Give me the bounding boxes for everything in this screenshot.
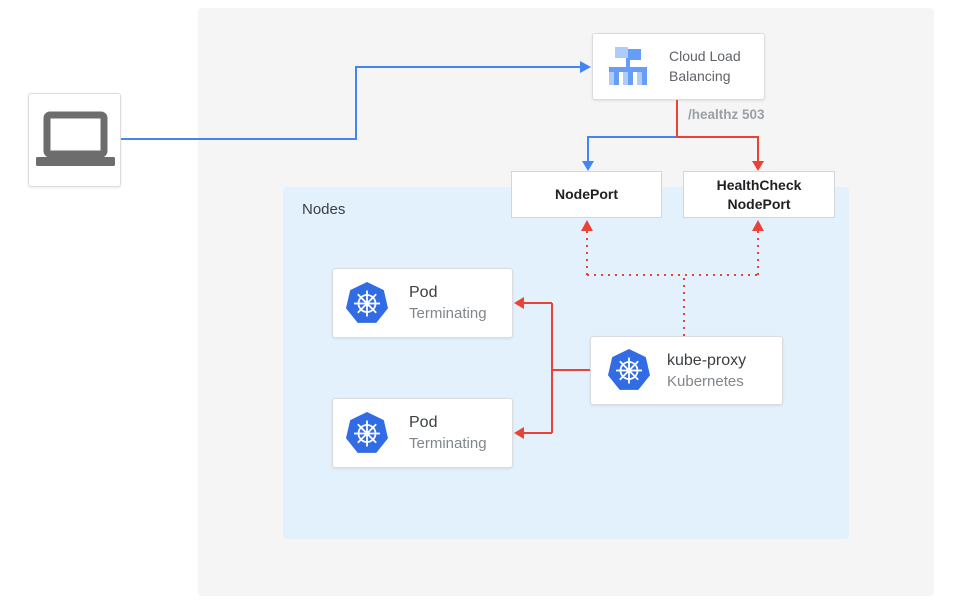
load-balancer-icon	[609, 46, 647, 85]
kube-proxy-subtitle: Kubernetes	[667, 372, 744, 390]
pod-1-status: Terminating	[409, 305, 487, 322]
healthcheck-nodeport-label-line2: NodePort	[727, 195, 791, 212]
laptop-icon	[35, 111, 115, 166]
nodeport-label: NodePort	[555, 186, 618, 203]
kubernetes-icon	[346, 411, 388, 453]
clb-label-line1: Cloud Load	[669, 47, 741, 64]
healthcheck-nodeport-node: HealthCheck NodePort	[683, 171, 835, 218]
pod-node-2: Pod Terminating	[332, 398, 513, 468]
pod-1-label: Pod Terminating	[409, 284, 487, 322]
kube-proxy-node: kube-proxy Kubernetes	[590, 336, 783, 405]
pod-2-label: Pod Terminating	[409, 414, 487, 452]
nodeport-node: NodePort	[511, 171, 662, 218]
kubernetes-icon	[346, 281, 388, 323]
cloud-load-balancing-node: Cloud Load Balancing	[592, 33, 765, 100]
healthcheck-nodeport-label-line1: HealthCheck	[716, 177, 802, 194]
pod-node-1: Pod Terminating	[332, 268, 513, 338]
kube-proxy-label: kube-proxy Kubernetes	[667, 352, 746, 390]
pod-2-title: Pod	[409, 414, 438, 431]
pod-1-title: Pod	[409, 284, 438, 301]
client-node	[28, 93, 121, 187]
clb-label-line2: Balancing	[669, 67, 731, 84]
kube-proxy-title: kube-proxy	[667, 351, 747, 369]
kubernetes-icon	[608, 349, 650, 390]
pod-2-status: Terminating	[409, 435, 487, 452]
clb-label: Cloud Load Balancing	[669, 47, 741, 86]
healthz-label: /healthz 503	[688, 107, 765, 122]
nodes-label: Nodes	[302, 201, 346, 218]
